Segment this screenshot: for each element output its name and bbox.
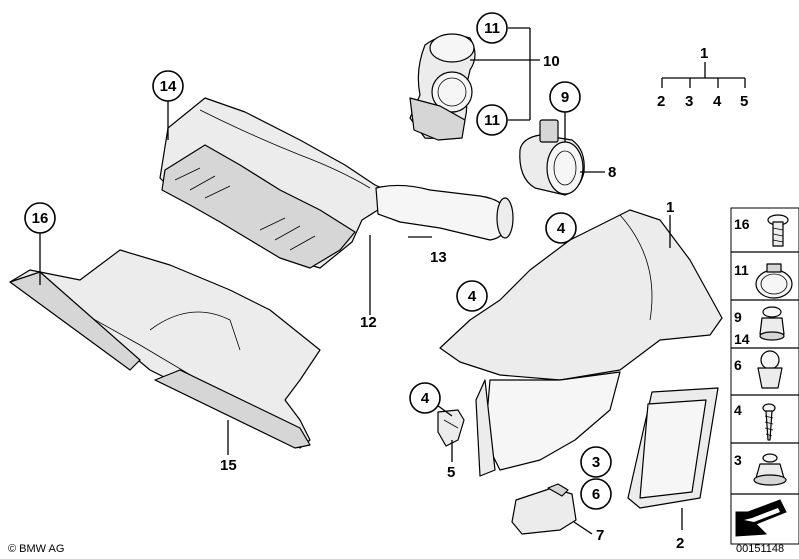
callout-3: 3 — [580, 446, 612, 478]
drawing-number-text: 00151148 — [736, 543, 784, 555]
label-8: 8 — [608, 164, 616, 181]
intake-duct-part — [159, 97, 514, 269]
label-2-filter: 2 — [676, 535, 684, 552]
clip-part — [437, 409, 465, 447]
legend-label-6: 6 — [734, 357, 742, 373]
callout-4-a: 4 — [545, 212, 577, 244]
callout-4-c-text: 4 — [421, 390, 430, 407]
callout-11-bottom: 11 — [476, 104, 508, 136]
legend-label-4: 4 — [734, 402, 742, 418]
screw-icon — [762, 403, 776, 441]
label-3-group: 3 — [685, 93, 693, 110]
label-15: 15 — [220, 457, 237, 474]
legend-label-14: 14 — [734, 331, 750, 347]
rubber-mount-icon — [753, 453, 787, 486]
leader-lines — [39, 27, 746, 535]
callout-9: 9 — [549, 81, 581, 113]
callout-11-top-text: 11 — [484, 20, 500, 37]
legend-label-3: 3 — [734, 452, 742, 468]
callout-16: 16 — [24, 202, 56, 234]
expanding-nut-icon — [759, 306, 785, 341]
label-12: 12 — [360, 314, 377, 331]
label-7: 7 — [596, 527, 604, 544]
callout-11-bottom-text: 11 — [484, 112, 500, 129]
fastener-legend-panel: 16 11 9 14 6 4 3 — [730, 207, 799, 545]
grommet-icon — [757, 350, 783, 389]
callout-9-text: 9 — [561, 89, 569, 106]
label-13: 13 — [430, 249, 447, 266]
label-4-group: 4 — [713, 93, 722, 110]
label-2-group: 2 — [657, 93, 665, 110]
callout-11-top: 11 — [476, 12, 508, 44]
air-mass-meter-part — [519, 119, 585, 196]
bracket-part — [511, 483, 577, 535]
legend-label-9: 9 — [734, 309, 742, 325]
callout-6-text: 6 — [592, 486, 600, 503]
bolt-icon — [767, 214, 789, 247]
label-5-group: 5 — [740, 93, 748, 110]
callout-4-b: 4 — [456, 280, 488, 312]
label-5-clip: 5 — [447, 464, 455, 481]
label-10: 10 — [543, 53, 560, 70]
callout-14: 14 — [152, 70, 184, 102]
callout-4-a-text: 4 — [557, 220, 566, 237]
filter-element-part — [627, 387, 719, 509]
legend-label-16: 16 — [734, 216, 750, 232]
callout-4-b-text: 4 — [468, 288, 477, 305]
filter-housing-part — [439, 209, 723, 477]
callout-6: 6 — [580, 478, 612, 510]
hose-part — [409, 33, 476, 141]
cover-panel-part — [9, 249, 321, 449]
hose-clamp-icon — [755, 263, 793, 299]
legend-label-11: 11 — [734, 262, 749, 278]
arrow-icon — [735, 499, 787, 537]
callout-4-c: 4 — [409, 382, 441, 414]
copyright-text: © BMW AG — [8, 543, 64, 555]
callout-3-text: 3 — [592, 454, 600, 471]
callout-14-text: 14 — [160, 78, 177, 95]
label-1-group: 1 — [700, 45, 708, 62]
callout-16-text: 16 — [32, 210, 49, 227]
label-1-housing: 1 — [666, 199, 674, 216]
